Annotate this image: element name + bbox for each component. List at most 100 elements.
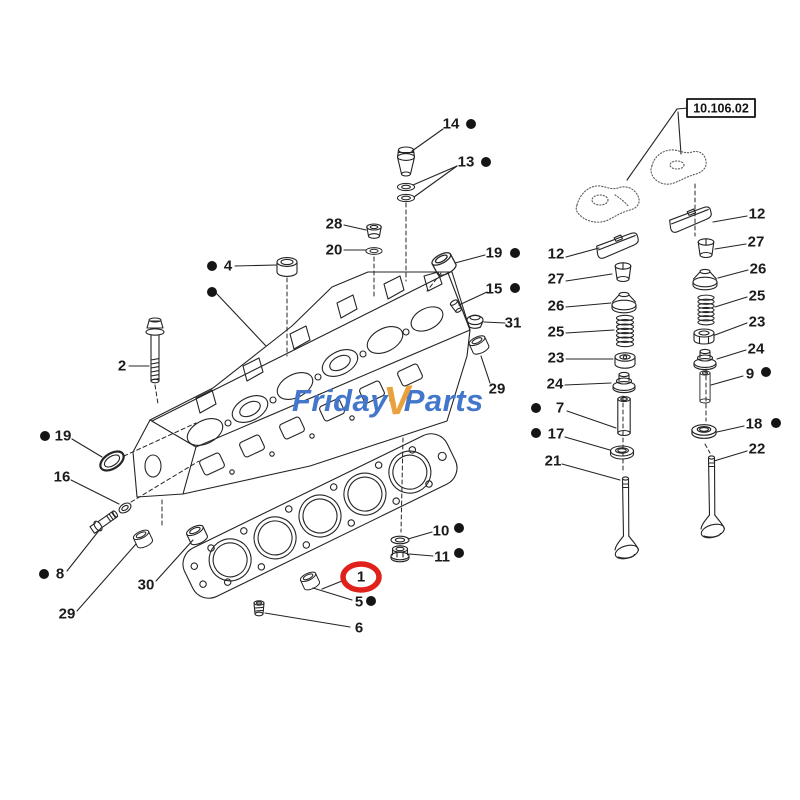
- callout-label-10-19: 10: [433, 523, 450, 540]
- callout-label-31-8: 31: [505, 315, 522, 332]
- callout-leader-6-0: [264, 612, 351, 628]
- callout-label-27-31: 27: [748, 234, 765, 251]
- part-25-spring-right: [697, 294, 715, 326]
- callout-leader-17-0: [564, 436, 611, 451]
- callout-leader-16-0: [70, 479, 120, 505]
- callout-leader-30-0: [155, 539, 194, 582]
- callout-label-13-1: 13: [458, 154, 475, 171]
- part-11-nut: [390, 545, 410, 563]
- gasket-bolt-holes: [190, 446, 447, 588]
- part-21-valve: [613, 476, 641, 562]
- part-13-washer-lower: [396, 193, 416, 203]
- part-20-washer: [365, 247, 383, 255]
- callout-leader-1-0: [321, 580, 343, 590]
- callout-label-25-33: 25: [749, 288, 766, 305]
- part-17-valve-seat: [609, 445, 635, 460]
- callout-label-19-11: 19: [55, 428, 72, 445]
- callout-dot-5: [366, 596, 376, 606]
- callout-leader-11-0: [408, 553, 434, 557]
- callout-label-22-38: 22: [749, 441, 766, 458]
- callout-leader-25-0: [565, 329, 615, 334]
- part-27-collet-mid: [614, 262, 632, 283]
- callout-label-11-20: 11: [434, 549, 450, 566]
- callout-leader-14-0: [411, 128, 444, 152]
- callout-leader-13-1: [413, 165, 458, 198]
- callout-label-8-13: 8: [56, 566, 64, 583]
- callout-leader-15-0: [458, 291, 488, 306]
- part-29-cup-plug-left: [131, 527, 155, 551]
- callout-label-29-15: 29: [59, 606, 76, 623]
- part-24-seal-right: [693, 348, 717, 371]
- callout-leader-19-0: [454, 254, 486, 264]
- part-8-bolt: [89, 510, 119, 534]
- callout-leader-5-0: [312, 587, 353, 601]
- callout-label-30-14: 30: [138, 577, 155, 594]
- callout-label-26-32: 26: [750, 261, 767, 278]
- callout-dot-18: [771, 418, 781, 428]
- callout-label-29-9: 29: [489, 381, 506, 398]
- part-2-bolt: [145, 317, 165, 384]
- dashed-line-10: [130, 460, 200, 503]
- part-12-rocker-pad-mid: [593, 230, 642, 260]
- callout-label-14-0: 14: [443, 116, 460, 133]
- callout-leader-19-0: [71, 438, 103, 458]
- cylinder-head-drawing: [132, 271, 471, 498]
- head-front-ports: [199, 363, 423, 476]
- callout-dot-5: [207, 287, 217, 297]
- callout-dot-4: [207, 261, 217, 271]
- reference-box-label: 10.106.02: [693, 102, 749, 116]
- callout-leader-26-0: [565, 302, 612, 308]
- callout-label-2-10: 2: [118, 358, 126, 375]
- callout-label-12-24: 12: [548, 246, 565, 263]
- callout-label-4-4: 4: [224, 258, 233, 275]
- callout-leader-31-0: [483, 321, 506, 324]
- part-9-valve-guide: [699, 370, 711, 404]
- callout-leader-8-0: [66, 527, 102, 572]
- callout-label-12-30: 12: [749, 206, 766, 223]
- head-deck-pockets: [186, 306, 444, 446]
- part-23-nut-right: [693, 328, 715, 345]
- callout-leader-24-0: [564, 382, 612, 386]
- callout-leader-10-0: [407, 531, 433, 540]
- part-7-valve-guide: [617, 395, 631, 437]
- callout-leader-25-0: [714, 296, 748, 308]
- callout-dot-15: [510, 283, 520, 293]
- part-22-valve: [699, 455, 727, 541]
- callout-leader-27-0: [565, 273, 613, 282]
- callout-label-16-12: 16: [54, 469, 71, 486]
- callout-label-24-29: 24: [547, 376, 564, 393]
- head-pedestals: [195, 271, 443, 414]
- callout-leader-13-0: [412, 165, 458, 186]
- callout-leader-dot-0: [216, 293, 267, 347]
- part-24-seal-mid: [612, 371, 636, 394]
- refbox-leader-1: [626, 108, 678, 181]
- callout-label-6-18: 6: [355, 620, 363, 637]
- part-18-valve-seat: [691, 424, 717, 439]
- callout-dot-8: [39, 569, 49, 579]
- callout-leader-29-0: [480, 355, 491, 384]
- part-26-retainer-mid: [611, 291, 637, 314]
- part-30-cup-plug: [184, 522, 210, 548]
- red-highlight-ellipse: [340, 561, 382, 593]
- callout-dot-17: [531, 428, 541, 438]
- callout-label-15-7: 15: [486, 281, 503, 298]
- callout-dot-19: [510, 248, 520, 258]
- callout-leader-4-0: [234, 264, 277, 267]
- part-5-cup-plug: [298, 569, 322, 593]
- callout-label-21-23: 21: [545, 453, 562, 470]
- part-13-washer-upper: [396, 182, 416, 192]
- callout-layer: 1413282041915312921916830291561011717211…: [39, 116, 781, 637]
- part-25-spring-mid: [615, 314, 635, 348]
- part-6-screw: [253, 600, 265, 617]
- part-28-cap: [366, 223, 382, 239]
- callout-label-26-26: 26: [548, 298, 565, 315]
- part-26-retainer-right: [692, 268, 718, 291]
- dashed-line-12: [704, 443, 711, 454]
- refbox-leader-2: [677, 111, 682, 155]
- dashed-line-4: [154, 384, 159, 405]
- callout-leader-23-0: [714, 322, 748, 336]
- callout-dot-19: [40, 431, 50, 441]
- callout-label-23-28: 23: [548, 350, 565, 367]
